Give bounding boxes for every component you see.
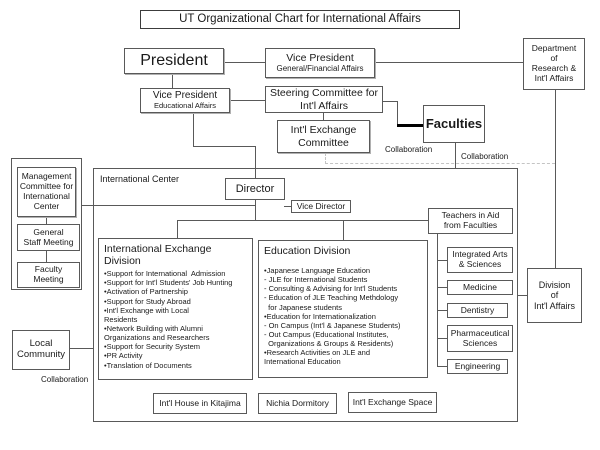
connector-line [172, 74, 173, 88]
vp-educational-sub: Educational Affairs [154, 100, 216, 110]
international-center-container [93, 168, 518, 422]
connector-line [437, 338, 447, 339]
faculty-dentistry-box: Dentistry [447, 303, 508, 318]
intl-exchange-division-title: International Exchange Division [104, 243, 212, 268]
vp-general-sub: General/Financial Affairs [276, 64, 364, 74]
dept-research-box: Department of Research & Int'l Affairs [523, 38, 585, 90]
ied-item: •PR Activity [104, 351, 143, 361]
edu-item: - Education of JLE Teaching Methdology f… [264, 293, 399, 312]
connector-line [323, 113, 324, 120]
connector-line [82, 205, 255, 206]
connector-line [230, 100, 265, 101]
ied-item: •Support for Security System [104, 342, 200, 352]
connector-line [255, 200, 256, 220]
edu-item: •Japanese Language Education [264, 266, 371, 276]
connector-line [397, 101, 398, 126]
edu-item: - On Campus (Int'l & Japanese Students) [264, 320, 401, 330]
intl-house-box: Int'l House in Kitajima [153, 393, 247, 414]
connector-line [437, 260, 447, 261]
connector-line [224, 62, 265, 63]
faculties-box: Faculties [423, 105, 485, 143]
management-group-container [11, 158, 82, 290]
connector-line [177, 220, 428, 221]
education-division-box: Education Division •Japanese Language Ed… [258, 240, 428, 378]
connector-line [46, 250, 47, 262]
faculties-thick-connector [397, 124, 423, 127]
connector-line [193, 113, 194, 146]
vice-director-box: Vice Director [291, 200, 351, 213]
connector-line [284, 206, 291, 207]
vp-general-title: Vice President [286, 52, 354, 65]
faculty-integrated-arts-box: Integrated Arts & Sciences [447, 247, 513, 273]
connector-line [518, 295, 527, 296]
education-division-title: Education Division [264, 245, 351, 257]
ied-item: •Support for Int'l Students' Job Hunting [104, 278, 233, 288]
edu-item: •Research Activities on JLE and Internat… [264, 348, 371, 367]
teachers-in-aid-box: Teachers in Aid from Faculties [428, 208, 513, 234]
connector-line [343, 220, 344, 240]
nichia-dormitory-box: Nichia Dormitory [258, 393, 337, 414]
vp-general-box: Vice President General/Financial Affairs [265, 48, 375, 78]
ied-item: •Network Building with Alumni Organizati… [104, 323, 210, 343]
edu-item: - Out Campus (Educational Institutes, Or… [264, 330, 394, 349]
faculty-engineering-box: Engineering [447, 359, 508, 374]
intl-exchange-committee-box: Int'l Exchange Committee [277, 120, 370, 153]
intl-exchange-division-box: International Exchange Division •Support… [98, 238, 253, 380]
faculty-meeting-box: Faculty Meeting [17, 262, 80, 288]
connector-line [70, 348, 93, 349]
international-center-label: International Center [100, 174, 180, 184]
collaboration-dashed-line [325, 153, 326, 164]
president-box: President [124, 48, 224, 74]
connector-line [375, 62, 523, 63]
ied-item: •Translation of Documents [104, 360, 192, 370]
connector-line [455, 143, 456, 168]
edu-item: - JLE for International Students [264, 275, 368, 285]
collaboration-label-2: Collaboration [461, 152, 509, 161]
collaboration-dashed-line [325, 163, 555, 164]
connector-line [437, 287, 447, 288]
connector-line [437, 366, 447, 367]
ied-item: •Support for International Admission [104, 269, 226, 279]
connector-line [177, 220, 178, 238]
vp-educational-title: Vice President [152, 90, 218, 102]
connector-line [46, 217, 47, 224]
connector-line [193, 146, 256, 147]
vp-educational-box: Vice President Educational Affairs [140, 88, 230, 113]
collaboration-label-3: Collaboration [41, 375, 89, 384]
steering-committee-box: Steering Committee for Int'l Affairs [265, 86, 383, 113]
connector-line [437, 233, 438, 367]
connector-line [255, 146, 256, 178]
chart-title: UT Organizational Chart for Internationa… [140, 10, 460, 29]
ied-item: •Activation of Partnership [104, 287, 188, 297]
ied-item: •Support for Study Abroad [104, 296, 191, 306]
edu-item: - Consulting & Advising for Int'l Studen… [264, 284, 398, 294]
connector-line [555, 90, 556, 268]
director-box: Director [225, 178, 285, 200]
local-community-box: Local Community [12, 330, 70, 370]
general-staff-meeting-box: General Staff Meeting [17, 224, 80, 251]
connector-line [383, 101, 397, 102]
division-intl-affairs-box: Division of Int'l Affairs [527, 268, 582, 323]
management-committee-box: Management Committee for International C… [17, 167, 76, 217]
collaboration-label-1: Collaboration [385, 145, 433, 154]
faculty-pharmaceutical-box: Pharmaceutical Sciences [447, 325, 513, 352]
faculty-medicine-box: Medicine [447, 280, 513, 295]
ied-item: •Int'l Exchange with Local Residents [104, 305, 189, 324]
intl-exchange-space-box: Int'l Exchange Space [348, 392, 437, 413]
connector-line [437, 310, 447, 311]
edu-item: •Education for Internationalization [264, 311, 376, 321]
